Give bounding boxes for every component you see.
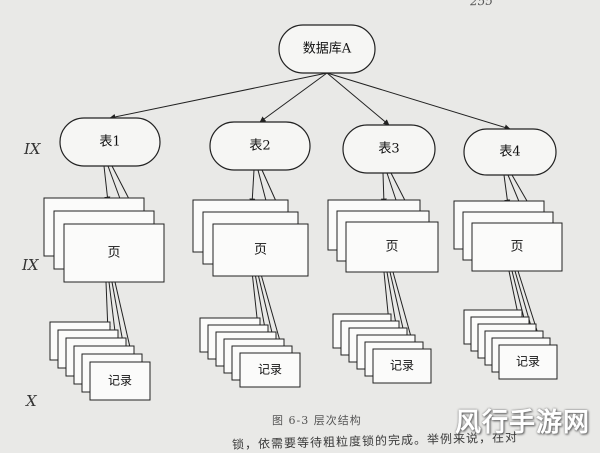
table-node-3-shape xyxy=(342,124,436,174)
edge-page-to-record xyxy=(258,275,276,342)
table-node-3: 表3 xyxy=(342,124,436,174)
page-header-fragment: 255 xyxy=(469,0,494,9)
table-node-4: 表4 xyxy=(463,128,557,176)
lock-mark-ix-page: IX xyxy=(22,256,39,274)
edge-page-to-record xyxy=(111,281,126,349)
table-node-2-shape xyxy=(209,121,311,171)
edge-page-to-record xyxy=(255,275,268,335)
record-stack-3: 记录 xyxy=(332,313,432,384)
record-stack-4-label: 记录 xyxy=(516,355,540,369)
table-node-2: 表2 xyxy=(209,121,311,171)
page-stack-2: 页 xyxy=(192,199,309,277)
table-node-4-shape xyxy=(463,128,557,176)
page-stack-1-label: 页 xyxy=(107,246,120,261)
lock-mark-ix-table: IX xyxy=(24,140,41,158)
table-node-1-label: 表1 xyxy=(99,135,120,150)
page-stack-3-sheet xyxy=(345,221,439,273)
edge-root-to-table xyxy=(259,72,328,123)
record-stack-2-sheet xyxy=(239,352,301,388)
edge-page-to-record xyxy=(514,270,535,334)
table-node-1: 表1 xyxy=(59,117,161,167)
edge-root-to-table xyxy=(326,72,511,131)
root-node-database-shape xyxy=(278,24,376,74)
edge-table-to-page xyxy=(380,172,387,205)
record-stack-4: 记录 xyxy=(463,309,558,380)
edge-table-to-page xyxy=(103,165,111,203)
root-node-database-label: 数据库A xyxy=(303,41,352,57)
table-node-1-shape xyxy=(59,117,161,167)
record-stack-2: 记录 xyxy=(199,317,301,388)
record-stack-3-sheet xyxy=(372,348,432,384)
page-stack-2-label: 页 xyxy=(254,243,267,258)
edge-table-to-page xyxy=(249,169,256,205)
page-stack-2-sheet xyxy=(212,223,309,277)
page-stack-3: 页 xyxy=(327,199,439,273)
figure-caption: 图 6-3 层次结构 xyxy=(272,414,362,427)
table-node-4-label: 表4 xyxy=(499,145,520,160)
record-stack-1: 记录 xyxy=(49,321,151,401)
page-stack-3-label: 页 xyxy=(385,240,398,255)
edge-page-to-record xyxy=(386,271,400,331)
record-stack-1-sheet xyxy=(89,361,151,401)
record-stack-4-sheet xyxy=(498,344,558,380)
edge-root-to-table xyxy=(109,72,328,120)
page-stack-4: 页 xyxy=(453,200,563,272)
root-node-database: 数据库A xyxy=(278,24,376,74)
table-node-3-label: 表3 xyxy=(378,142,399,157)
page-stack-4-label: 页 xyxy=(510,240,523,255)
table-node-2-label: 表2 xyxy=(249,139,270,154)
record-stack-1-label: 记录 xyxy=(108,374,132,388)
edge-root-to-table xyxy=(326,72,390,126)
record-stack-3-label: 记录 xyxy=(390,359,414,373)
lock-mark-x-record: X xyxy=(26,392,37,410)
record-stack-2-label: 记录 xyxy=(258,363,282,377)
edge-page-to-record xyxy=(114,281,134,357)
page-stack-1: 页 xyxy=(43,197,165,283)
edge-page-to-record xyxy=(389,271,407,338)
edge-page-to-record xyxy=(392,271,415,345)
page-stack-1-sheet xyxy=(63,223,165,283)
page-stack-4-sheet xyxy=(471,222,563,272)
edge-table-to-page xyxy=(503,174,511,206)
edge-page-to-record xyxy=(261,275,284,349)
watermark-logo: 风行手游网 xyxy=(454,408,590,438)
